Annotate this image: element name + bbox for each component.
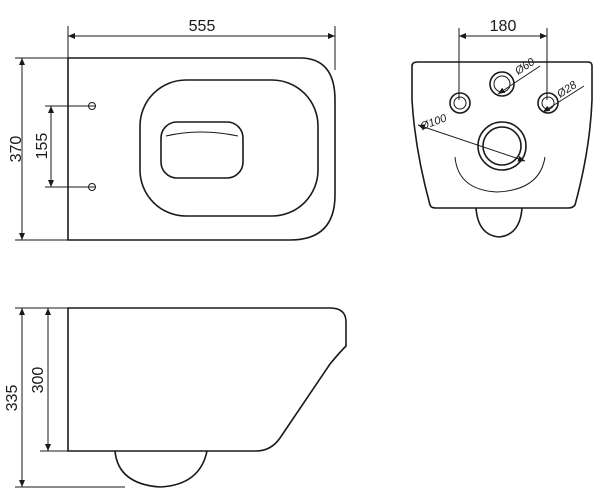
fixing-hole-upper: [88, 102, 96, 110]
fixing-hole-lower: [88, 183, 96, 191]
width-dimension-label: 555: [189, 18, 216, 35]
side-view-foot: [114, 450, 208, 488]
depth-dimension-label: 370: [8, 136, 25, 163]
outlet-outer: [477, 121, 527, 171]
fixing-spacing-dimension-label: 155: [34, 133, 51, 160]
rear-view: 180 Ø60 Ø28 Ø100: [411, 18, 593, 238]
rear-view-outline: [411, 61, 593, 209]
side-view-outline: [67, 307, 347, 452]
rear-view-panel: [454, 156, 546, 193]
fixing-width-dimension-label: 180: [490, 18, 517, 35]
top-view: 555 370 155: [8, 18, 336, 241]
rear-fixing-hole-right-outer: [537, 92, 559, 114]
rear-fixing-hole-left-outer: [449, 92, 471, 114]
top-view-outlet: [160, 121, 244, 179]
rear-fixing-hole-left-inner: [453, 96, 467, 110]
side-view: 335 300: [4, 307, 347, 488]
outlet-inner: [482, 126, 522, 166]
total-height-dimension-label: 335: [4, 385, 21, 412]
fixing-hole-diameter-label: Ø28: [554, 79, 580, 101]
inlet-inner: [493, 75, 511, 93]
top-view-outline: [67, 57, 336, 241]
inlet-diameter-label: Ø60: [512, 56, 538, 78]
rear-view-foot: [475, 207, 523, 238]
inlet-outer: [489, 71, 515, 97]
top-view-bowl: [139, 79, 319, 217]
rim-height-dimension-label: 300: [30, 367, 47, 394]
rear-fixing-hole-right-inner: [541, 96, 555, 110]
